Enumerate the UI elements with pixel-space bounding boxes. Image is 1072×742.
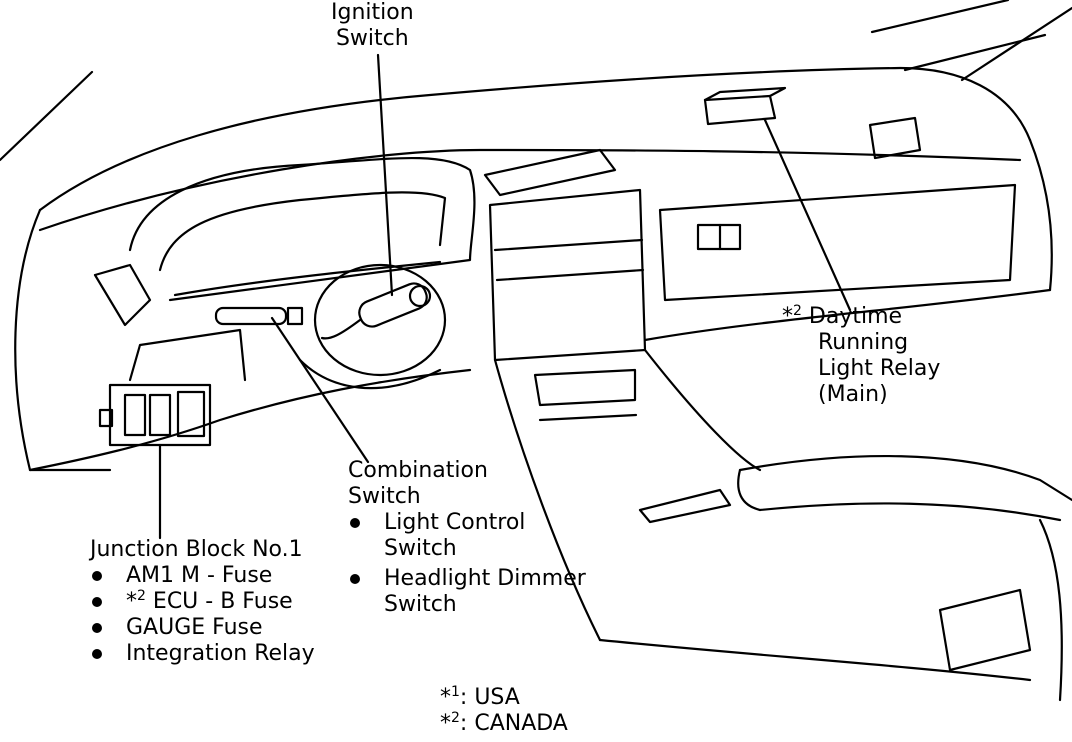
steering-column-shroud [313, 263, 447, 377]
right-vent [868, 116, 922, 160]
center-lower-opening [533, 368, 637, 407]
ignition-key-face [408, 284, 432, 308]
left-vent [93, 263, 152, 327]
junction-item-1: AM1 M - Fuse [90, 563, 315, 589]
junction-item-3: GAUGE Fuse [90, 615, 315, 641]
legend-usa-sup: 1 [451, 684, 460, 700]
drl-line-2: Running [818, 330, 909, 355]
combination-item-1-line-2: Switch [384, 536, 457, 561]
center-top-vent [483, 148, 617, 197]
lower-dash-right [643, 288, 1052, 342]
ignition-wire [320, 318, 362, 340]
junction-block-fuse-3 [176, 390, 206, 438]
ignition-line-2: Switch [335, 26, 409, 51]
center-lower-line [538, 413, 638, 422]
combination-title-1: Combination [348, 458, 488, 483]
console-left [493, 358, 602, 642]
legend-canada-mark: * [440, 711, 451, 736]
cluster-lower [173, 260, 442, 297]
junction-item-4: Integration Relay [90, 641, 315, 667]
dashboard-right-end [1028, 138, 1053, 292]
junction-item-2-text: ECU - B Fuse [152, 589, 293, 614]
junction-item-2: *2 ECU - B Fuse [90, 589, 315, 615]
combination-switch-end [286, 306, 304, 326]
combination-item-1: Light Control Switch [348, 510, 586, 562]
combination-switch-label: Combination Switch Light Control Switch … [348, 458, 586, 618]
combination-item-2: Headlight Dimmer Switch [348, 566, 586, 618]
legend-usa-mark: * [440, 685, 451, 710]
junction-block-label: Junction Block No.1 AM1 M - Fuse *2 ECU … [90, 537, 315, 667]
windshield-edge-right-2 [960, 6, 1072, 82]
ignition-line-1: Ignition [331, 0, 414, 25]
drl-line-3: Light Relay [818, 356, 941, 381]
junction-clip [98, 408, 114, 428]
ignition-switch-label: Ignition Switch [331, 0, 414, 52]
dashboard-left-side [14, 208, 112, 472]
leader-combination [270, 316, 370, 464]
dashboard-face-upper [38, 148, 1022, 232]
drl-line-4: (Main) [818, 382, 888, 407]
drl-relay-side [703, 86, 787, 102]
console-side [1038, 518, 1063, 702]
legend-usa-text: : USA [459, 685, 520, 710]
lower-dash-left [28, 368, 472, 472]
drl-mark: * [782, 304, 793, 329]
console-top [598, 638, 1032, 682]
drl-text-1: Daytime [808, 304, 903, 329]
console-armrest-front [737, 468, 1062, 522]
ignition-cylinder [358, 282, 428, 328]
junction-item-2-mark: * [126, 589, 137, 614]
drl-sup: 2 [793, 303, 802, 319]
cluster-inner [158, 191, 447, 272]
drl-relay [703, 94, 777, 126]
windshield-edge-right [870, 0, 1010, 34]
leader-drl [763, 118, 852, 312]
combination-title-2: Switch [348, 484, 421, 509]
junction-title: Junction Block No.1 [90, 537, 303, 562]
center-stack-line-2 [495, 268, 645, 282]
drl-relay-label: *2 Daytime Running Light Relay (Main) [782, 304, 940, 408]
console-shifter-slot [638, 488, 732, 524]
junction-item-2-sup: 2 [137, 588, 146, 604]
legend-canada-text: : CANADA [459, 711, 568, 736]
footnote-legend: *1: USA *2: CANADA [440, 685, 568, 737]
combination-switch-stalk [214, 306, 288, 326]
console-rear-pocket [938, 588, 1032, 672]
combination-item-1-line-1: Light Control [384, 510, 526, 535]
a-pillar-left [0, 70, 94, 162]
cluster-hood [128, 156, 476, 302]
center-stack-line-1 [493, 238, 644, 252]
dashboard-top [38, 66, 1032, 212]
combination-item-2-line-2: Switch [384, 592, 457, 617]
junction-bracket [128, 328, 247, 382]
console-right [643, 348, 762, 472]
legend-canada-sup: 2 [451, 710, 460, 726]
column-lower [298, 358, 442, 390]
console-armrest [738, 454, 1072, 502]
legend-usa: *1: USA [440, 685, 568, 711]
legend-canada: *2: CANADA [440, 711, 568, 737]
drl-line-1: *2 Daytime [782, 304, 940, 330]
windshield-edge-right-3 [903, 33, 1047, 72]
junction-block-fuse-2 [148, 393, 172, 437]
leader-ignition [376, 53, 394, 297]
combination-item-2-line-1: Headlight Dimmer [384, 566, 586, 591]
junction-block-fuse-1 [123, 393, 147, 437]
glove-box [658, 183, 1017, 302]
